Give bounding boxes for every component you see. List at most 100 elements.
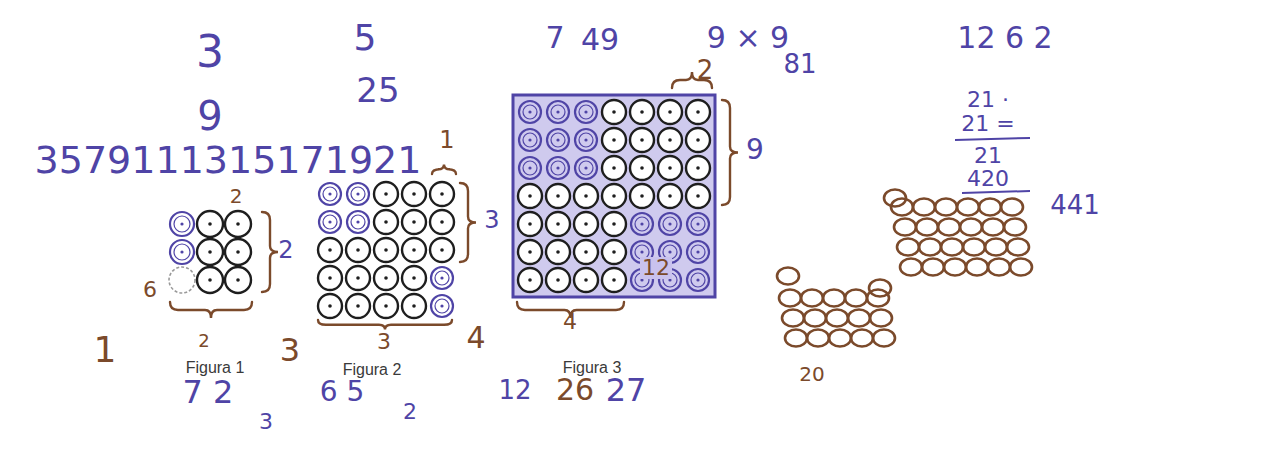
counter-dot (528, 250, 532, 254)
math-note: 2 (276, 238, 295, 262)
math-note: 2 (228, 186, 245, 206)
counter-dot (180, 250, 183, 253)
purple-inner-circle (691, 245, 705, 259)
brown-circle (804, 310, 826, 327)
brown-circle (867, 290, 889, 307)
math-note: 5 (352, 20, 379, 56)
counter-dot (412, 192, 416, 196)
math-note: 7 2 (181, 376, 236, 408)
counter-circle (574, 212, 598, 236)
purple-inner-circle (351, 215, 365, 229)
sum-line (962, 191, 1030, 193)
brown-circle (807, 330, 829, 347)
brown-circle (1007, 239, 1029, 256)
math-note: 21 (972, 145, 1004, 167)
purple-circle (170, 240, 194, 264)
purple-inner-circle (691, 217, 705, 231)
math-note: 12 (496, 377, 533, 403)
math-note: 1 (92, 332, 119, 368)
math-note: 7 (543, 23, 566, 53)
math-note: 49 (579, 25, 621, 55)
math-note: 4 (561, 311, 579, 333)
counter-circle (430, 238, 454, 262)
math-note: 4 (464, 323, 487, 353)
counter-dot (328, 304, 332, 308)
counter-dot (696, 138, 700, 142)
purple-inner-circle (323, 215, 337, 229)
purple-inner-circle (435, 299, 449, 313)
counter-circle (346, 266, 370, 290)
dashed-circle (169, 267, 195, 293)
counter-circle (546, 240, 570, 264)
brown-circle (922, 259, 944, 276)
bracket (460, 183, 476, 262)
brown-circle (829, 330, 851, 347)
brown-circle (979, 199, 1001, 216)
counter-circle (346, 238, 370, 262)
counter-circle (225, 211, 251, 237)
counter-dot (696, 250, 699, 253)
counter-circle (225, 239, 251, 265)
counter-dot (528, 278, 532, 282)
counter-dot (528, 110, 531, 113)
purple-circle (431, 295, 453, 317)
counter-dot (584, 250, 588, 254)
purple-circle (547, 129, 569, 151)
counter-circle (374, 266, 398, 290)
math-note: 420 (965, 168, 1011, 190)
math-note: 6 (141, 279, 159, 301)
counter-dot (412, 248, 416, 252)
purple-inner-circle (523, 105, 537, 119)
purple-inner-circle (323, 187, 337, 201)
purple-inner-circle (579, 161, 593, 175)
brown-circle (957, 199, 979, 216)
counter-circle (686, 156, 710, 180)
counter-circle (630, 100, 654, 124)
counter-circle (518, 268, 542, 292)
counter-circle (402, 210, 426, 234)
counter-dot (640, 138, 644, 142)
counter-dot (584, 194, 588, 198)
math-note: 6 5 (318, 378, 367, 406)
purple-circle (687, 241, 709, 263)
counter-dot (412, 304, 416, 308)
counter-dot (640, 222, 643, 225)
figure-two (318, 182, 454, 318)
brown-circle (782, 310, 804, 327)
counter-dot (612, 110, 616, 114)
math-note: 26 (554, 375, 596, 405)
counter-circle (374, 210, 398, 234)
brown-circle (884, 190, 906, 207)
bracket (318, 320, 452, 330)
counter-dot (556, 250, 560, 254)
brown-circle (900, 259, 922, 276)
purple-inner-circle (174, 244, 190, 260)
counter-dot (440, 192, 444, 196)
counter-circle (574, 184, 598, 208)
counter-circle (318, 238, 342, 262)
counter-circle (374, 182, 398, 206)
purple-inner-circle (523, 161, 537, 175)
brown-circle (801, 290, 823, 307)
brown-circle (894, 219, 916, 236)
brown-circle (938, 219, 960, 236)
math-note: 3 (375, 331, 393, 353)
counter-dot (640, 250, 643, 253)
counter-circle (602, 268, 626, 292)
counter-dot (528, 166, 531, 169)
counter-circle (197, 267, 223, 293)
math-note: 9 (744, 136, 766, 164)
counter-dot (696, 166, 700, 170)
brown-circle (1004, 219, 1026, 236)
brown-circle (944, 259, 966, 276)
sum-line (955, 138, 1030, 140)
counter-dot (556, 138, 559, 141)
purple-circle (519, 101, 541, 123)
counter-dot (384, 192, 388, 196)
brown-circle (1001, 199, 1023, 216)
counter-dot (356, 220, 359, 223)
purple-circle (431, 267, 453, 289)
purple-circle (575, 157, 597, 179)
